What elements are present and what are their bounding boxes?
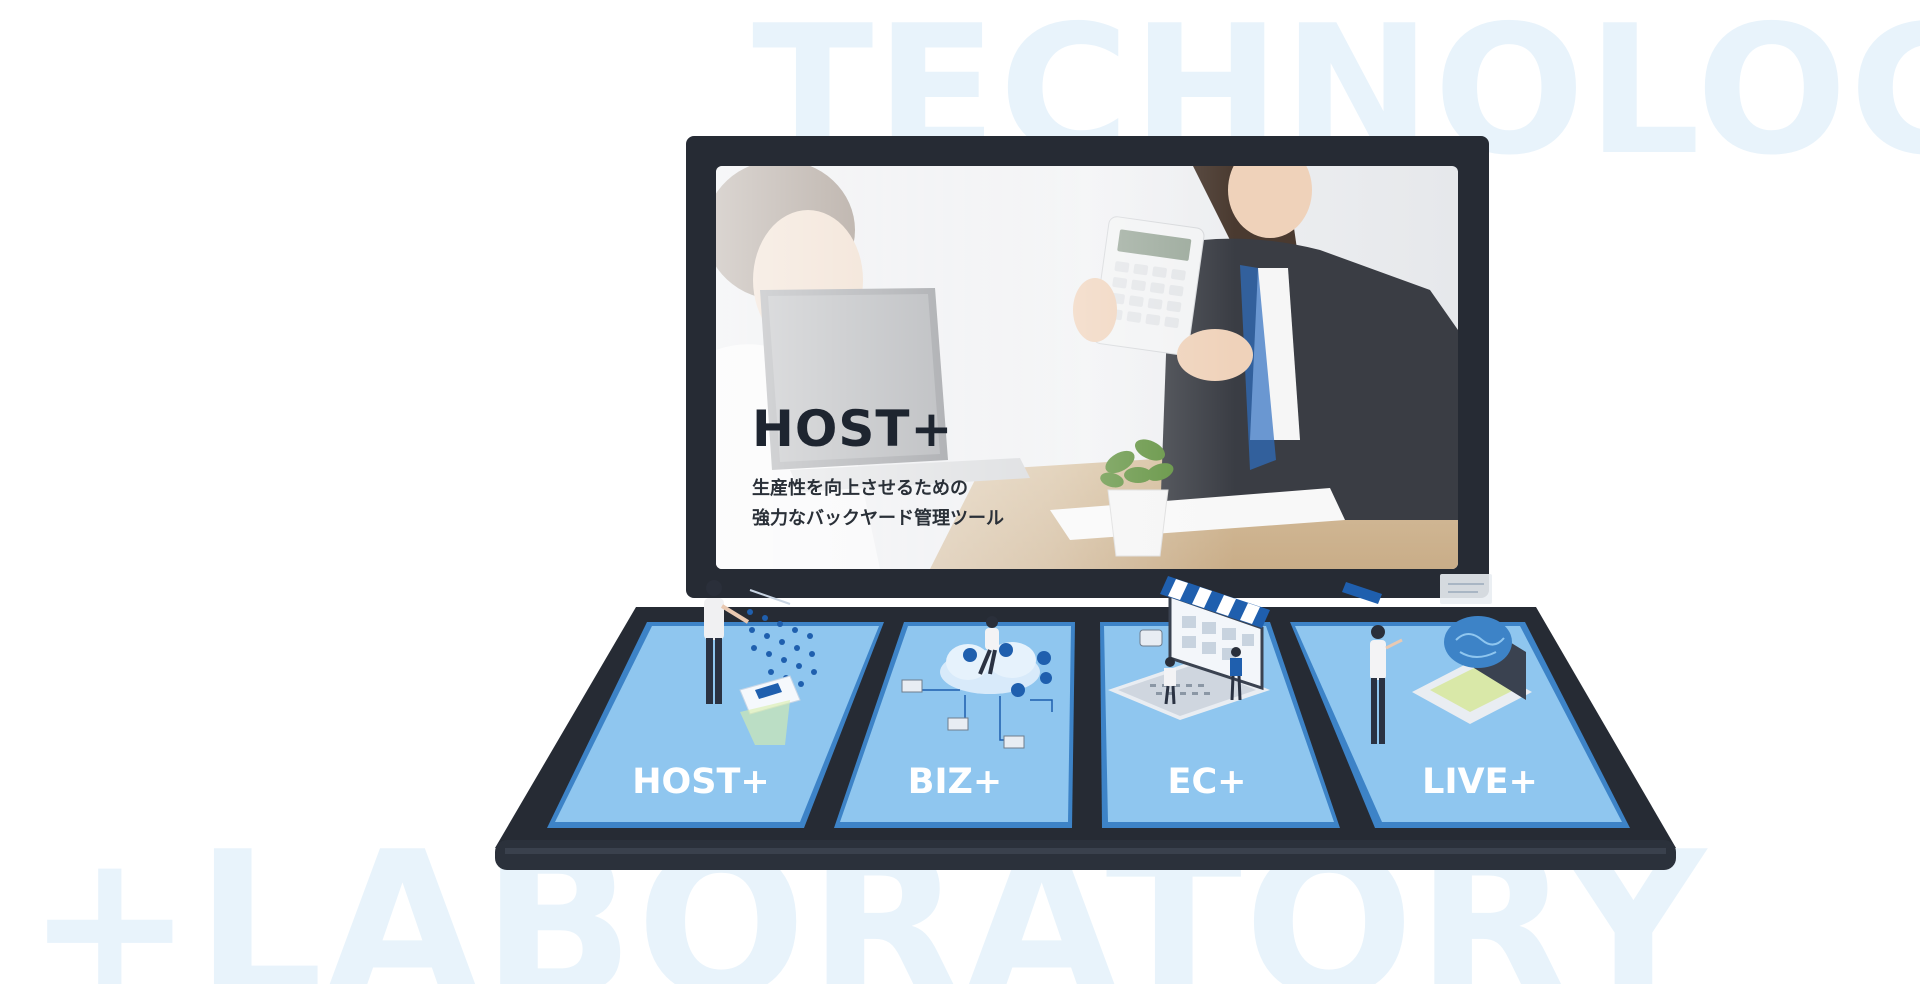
online-shop-laptop-illustration (1108, 576, 1270, 720)
hero-description-line-2: 強力なバックヤード管理ツール (752, 508, 1004, 529)
person-with-data-grid-illustration (704, 580, 817, 745)
product-tile-ec-plus[interactable]: EC+ (1167, 762, 1247, 802)
product-tile-host-plus[interactable]: HOST+ (632, 762, 770, 802)
product-tiles (547, 622, 1630, 828)
cloud-network-illustration (901, 616, 1053, 749)
hero-copy: HOST+ 生産性を向上させるための 強力なバックヤード管理ツール (752, 404, 1004, 534)
product-tile-biz-plus[interactable]: BIZ+ (907, 762, 1003, 802)
hero-photo (716, 166, 1458, 569)
ai-brain-laptop-illustration (1342, 574, 1532, 744)
hero-title: HOST+ (752, 400, 954, 458)
hero-description-line-1: 生産性を向上させるための (752, 478, 968, 499)
product-tile-live-plus[interactable]: LIVE+ (1422, 762, 1538, 802)
